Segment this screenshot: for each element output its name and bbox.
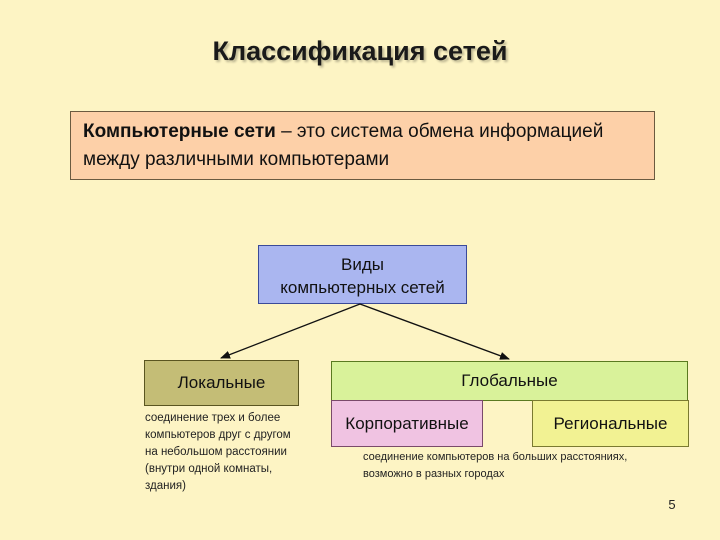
regional-networks-label: Региональные <box>553 413 668 433</box>
arrow-to-local <box>220 303 361 359</box>
corporate-networks-label: Корпоративные <box>345 413 469 433</box>
network-types-box: Виды компьютерных сетей <box>258 245 467 304</box>
global-networks-description: соединение компьютеров на больших рассто… <box>363 451 628 480</box>
corporate-networks-box: Корпоративные <box>331 400 483 447</box>
slide-title: Классификация сетей <box>212 36 508 66</box>
regional-networks-box: Региональные <box>532 400 689 447</box>
global-networks-box: Глобальные <box>331 361 688 401</box>
local-networks-box: Локальные <box>144 360 299 406</box>
arrow-to-global <box>359 303 510 360</box>
network-types-line2: компьютерных сетей <box>280 277 445 297</box>
global-networks-label: Глобальные <box>461 371 558 390</box>
local-networks-description: соединение трех и более компьютеров друг… <box>145 412 291 492</box>
definition-text: – это система обмена информацией между р… <box>83 121 604 170</box>
network-types-line1: Виды <box>341 254 384 274</box>
definition-box: Компьютерные сети – это система обмена и… <box>70 111 655 180</box>
local-networks-label: Локальные <box>177 373 266 392</box>
definition-term: Компьютерные сети <box>83 121 276 142</box>
slide-number: 5 <box>668 497 676 512</box>
